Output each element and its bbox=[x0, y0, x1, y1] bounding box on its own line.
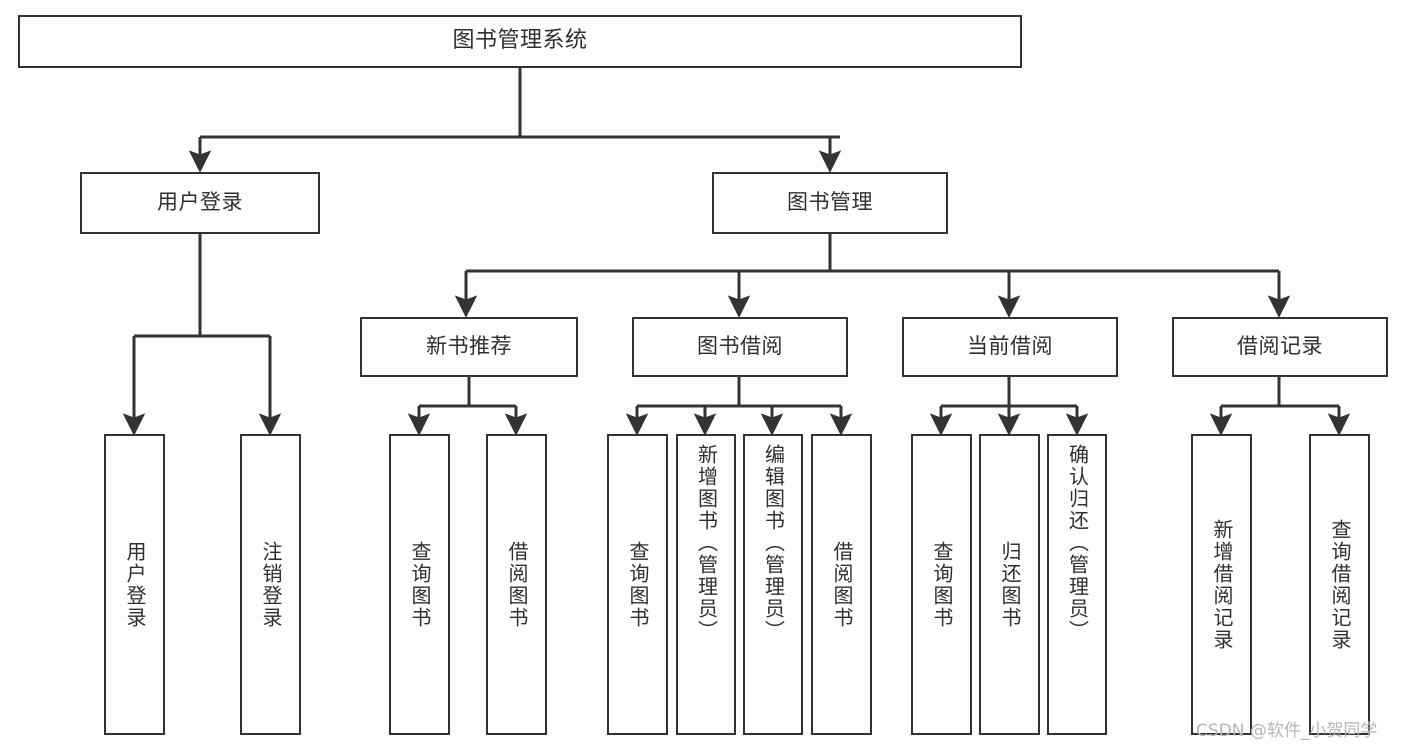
leaf-return-book[interactable]: 归还图书 bbox=[979, 434, 1040, 735]
leaf-query-borrow-record[interactable]: 查询借阅记录 bbox=[1309, 434, 1370, 735]
leaf-logout-login[interactable]: 注销登录 bbox=[240, 434, 301, 735]
leaf-user-login[interactable]: 用户登录 bbox=[104, 434, 165, 735]
node-label: 注销登录 bbox=[259, 540, 283, 629]
node-book-management-system[interactable]: 图书管理系统 bbox=[18, 15, 1022, 68]
node-label: 借阅图书 bbox=[830, 540, 854, 629]
leaf-borrow-book-recommend[interactable]: 借阅图书 bbox=[486, 434, 547, 735]
node-label: 用户登录 bbox=[123, 540, 147, 629]
node-label: 图书管理 bbox=[787, 190, 873, 215]
watermark-text: CSDN @软件_小贺同学 bbox=[1196, 721, 1378, 741]
node-label: 查询图书 bbox=[408, 540, 432, 629]
node-label: 查询图书 bbox=[626, 540, 650, 629]
node-label: 用户登录 bbox=[157, 190, 243, 215]
node-label: 图书借阅 bbox=[697, 334, 783, 359]
node-current-borrow[interactable]: 当前借阅 bbox=[902, 317, 1118, 377]
leaf-query-book-borrow[interactable]: 查询图书 bbox=[607, 434, 668, 735]
node-book-borrow[interactable]: 图书借阅 bbox=[632, 317, 848, 377]
node-label: 图书管理系统 bbox=[452, 28, 588, 54]
node-label: 归还图书 bbox=[998, 540, 1022, 629]
leaf-confirm-return[interactable]: 确认归还（管理员） bbox=[1047, 434, 1107, 735]
leaf-edit-book[interactable]: 编辑图书（管理员） bbox=[743, 434, 803, 735]
leaf-add-borrow-record[interactable]: 新增借阅记录 bbox=[1191, 434, 1252, 735]
node-label: 确认归还（管理员） bbox=[1065, 444, 1090, 642]
node-label: 借阅记录 bbox=[1237, 334, 1323, 359]
node-label: 借阅图书 bbox=[505, 540, 529, 629]
node-label: 查询图书 bbox=[930, 540, 954, 629]
node-new-book-recommend[interactable]: 新书推荐 bbox=[360, 317, 578, 377]
leaf-query-book-current[interactable]: 查询图书 bbox=[911, 434, 972, 735]
node-borrow-record[interactable]: 借阅记录 bbox=[1172, 317, 1388, 377]
node-label: 新增图书（管理员） bbox=[694, 444, 719, 642]
node-label: 当前借阅 bbox=[967, 334, 1053, 359]
node-label: 新增借阅记录 bbox=[1210, 518, 1234, 651]
node-book-management[interactable]: 图书管理 bbox=[712, 172, 948, 234]
node-label: 新书推荐 bbox=[426, 334, 512, 359]
node-user-login[interactable]: 用户登录 bbox=[80, 172, 320, 234]
leaf-add-book[interactable]: 新增图书（管理员） bbox=[676, 434, 736, 735]
node-label: 编辑图书（管理员） bbox=[761, 444, 786, 642]
node-label: 查询借阅记录 bbox=[1328, 518, 1352, 651]
leaf-borrow-book[interactable]: 借阅图书 bbox=[811, 434, 872, 735]
leaf-query-book-recommend[interactable]: 查询图书 bbox=[389, 434, 450, 735]
